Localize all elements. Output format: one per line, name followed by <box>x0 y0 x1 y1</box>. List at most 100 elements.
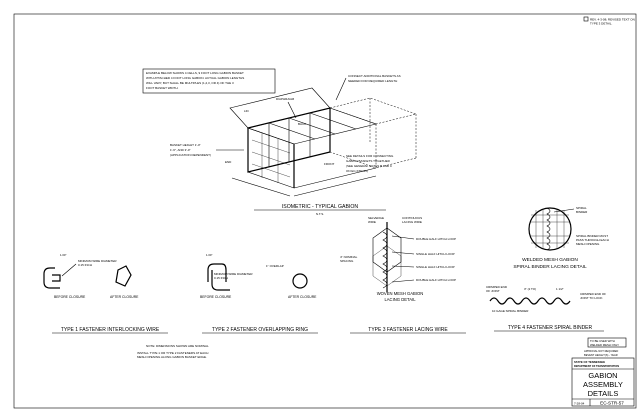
type2-wire-label: 0.15 INCH <box>214 276 228 280</box>
attached-basket-top <box>329 97 417 125</box>
continuous-label: CONTINUOUS <box>402 216 422 220</box>
welded-only-line: WELDED MESH ONLY <box>590 343 619 347</box>
type1-dimension: 1.00" <box>60 253 66 257</box>
label-front: FRONT <box>324 162 334 166</box>
type1-before-clip <box>43 267 61 289</box>
basket-height-line: (APPLICATION DEPENDENT) <box>170 153 211 157</box>
crimped-right-label: CRIMPED END OF <box>580 292 606 296</box>
leader-line <box>391 251 415 255</box>
selvedge-label: SELVEDGE <box>368 216 384 220</box>
connect-note-line: NEEDED FOR REQUIRED LENGTH <box>348 79 397 83</box>
woven-mesh-panel <box>372 222 402 292</box>
type1-after-clip <box>115 265 132 287</box>
selvedge-label: WIRE <box>368 220 376 224</box>
leader-line <box>391 279 415 283</box>
welded-only-box <box>587 337 627 348</box>
gage-label: 10 GAGE SPIRAL BINDER <box>492 309 529 313</box>
revision-note: REV. 4-3-08; REVISED TEXT ON TYPE 3 DETA… <box>583 16 635 26</box>
titleblock-dept: DEPARTMENT OF TRANSPORTATION <box>574 365 619 368</box>
diaphragm <box>309 112 357 130</box>
dimension-label: 3" (2 TO) <box>524 287 536 291</box>
gabion-end-face <box>247 127 295 189</box>
details-note-line: SEE DETAILS FOR CONNECTING <box>346 154 394 158</box>
stamp-line: BEVENT HEIGHT(S) - YEAR <box>584 353 618 357</box>
spacing-label: 4" NOMINAL <box>340 255 358 259</box>
leader-line <box>391 265 415 268</box>
type2-overlap-label: 1" OVERLAP <box>266 264 284 268</box>
titleblock-date: 7-28-04 <box>574 402 585 406</box>
type3-title: TYPE 3 FASTENER LACING WIRE <box>368 327 448 333</box>
leader-line <box>335 77 347 101</box>
gabion-open-lid <box>229 87 331 129</box>
revision-line-1: REV. 4-3-08; REVISED TEXT ON <box>590 18 635 22</box>
details-note-line: (SEE GENERAL NOTES B AND C <box>346 164 393 168</box>
spiral-label: BINDER <box>576 210 588 214</box>
notes: NOTE: DIMENSIONS SHOWN ARE NOMINAL INSTA… <box>137 344 209 359</box>
welded-only-line: TO BE USED WITH <box>590 339 615 343</box>
type2-title: TYPE 2 FASTENER OVERLAPPING RING <box>212 327 308 333</box>
double-hitch-label: DOUBLE HALF HITCH LOOP <box>416 278 456 282</box>
dimension-line <box>293 175 377 197</box>
leader-line <box>391 235 415 240</box>
type2-before-ring <box>207 263 230 291</box>
binder-must-label: SPIRAL BINDER MUST <box>576 234 608 238</box>
type1-title: TYPE 1 FASTENER INTERLOCKING WIRE <box>61 327 160 333</box>
titleblock-title: ASSEMBLY <box>583 380 623 389</box>
welded-detail-title: SPIRAL BINDER LACING DETAIL <box>513 264 587 270</box>
single-hitch-label: SINGLE HALF HITCH LOOP <box>416 265 455 269</box>
example-note-line: WITH ATTACHED 4 FOOT LONG GABION. ACTUAL… <box>146 76 244 80</box>
title-block: BEVENT HEIGHT(S) - YEAR APPROVAL NOT REQ… <box>571 349 635 407</box>
type2-wire-label: MINIMUM WIRE DIAMETER <box>214 272 253 276</box>
type1-wire-label: 0.15 INCH <box>78 263 92 267</box>
type1-after-label: AFTER CLOSURE <box>110 295 139 299</box>
leader-line <box>61 263 77 277</box>
mesh-line <box>251 139 291 154</box>
welded-detail-title: WELDED MESH GABION <box>522 257 578 263</box>
isometric-gabion: EXAMPLE BELOW SHOWS 4 CELLS, 9 FOOT LONG… <box>142 68 417 216</box>
crimped-left-label: OF JOINT <box>486 289 500 293</box>
binder-must-label: PASS THROUGH EACH <box>576 238 609 242</box>
spiral-label: SPIRAL <box>576 206 587 210</box>
basket-height-line: 1'-6", AND 3'-0" <box>170 148 191 152</box>
type1-wire-label: MINIMUM WIRE DIAMETER <box>78 259 117 263</box>
gabion-bottom-edge <box>293 167 377 189</box>
spiral-coil <box>489 297 571 305</box>
example-note-line: EXAMPLE BELOW SHOWS 4 CELLS, 9 FOOT LONG… <box>146 71 244 75</box>
type2-fastener: 1.00" MINIMUM WIRE DIAMETER 0.15 INCH BE… <box>200 253 318 334</box>
note-dimensions: NOTE: DIMENSIONS SHOWN ARE NOMINAL <box>146 344 209 348</box>
mesh-line <box>251 163 291 178</box>
example-note-box <box>142 68 276 94</box>
details-note-line: GABION BASKETS TOGETHER <box>346 159 391 163</box>
type2-dimension: 1.00" <box>206 253 212 257</box>
example-note-line: FOOT BASKET WIDTH. <box>146 86 179 90</box>
revision-line-2: TYPE 3 DETAIL. <box>590 22 612 26</box>
example-note-line: WILL VARY, BUT SHALL BE MULTIPLES (1,2,3… <box>146 81 234 85</box>
label-lid: LID <box>244 109 250 113</box>
leader-line <box>287 101 297 119</box>
note-install-line: MESH OPENING ALONG GABION BASKET EDGE. <box>137 355 207 359</box>
connect-note-line: CONNECT ADDITIONAL BASKETS AS <box>348 74 401 78</box>
label-back: BACK <box>298 122 306 126</box>
type2-after-label: AFTER CLOSURE <box>288 295 317 299</box>
titleblock-title: GABION <box>588 371 617 380</box>
title-block-frame <box>571 357 635 407</box>
label-diaphragm: DIAPHRAGM <box>276 97 295 101</box>
titleblock-title: DETAILS <box>588 389 619 398</box>
type2-after-ring <box>292 273 308 289</box>
type1-fastener: 1.00" MINIMUM WIRE DIAMETER 0.15 INCH BE… <box>43 253 168 334</box>
revision-symbol-icon <box>583 16 589 22</box>
type3-fastener: SELVEDGE WIRE CONTINUOUS LACING WIRE DOU… <box>340 216 466 334</box>
type4-title: TYPE 4 FASTENER SPIRAL BINDER <box>508 325 593 331</box>
lacing-loops <box>382 231 388 289</box>
crimped-left-label: CRIMPED END <box>486 285 508 289</box>
binder-must-label: MESH OPENING <box>576 242 600 246</box>
welded-mesh-circle <box>528 207 572 251</box>
isometric-title: ISOMETRIC - TYPICAL GABION <box>282 204 359 210</box>
sheet-border <box>13 13 637 409</box>
basket-height-line: BASKET HEIGHT 1'-0" <box>170 143 201 147</box>
note-install-line: INSTALL TYPE 1 OR TYPE 2 FASTENERS AT EA… <box>137 351 208 355</box>
stamp-line: APPROVAL NOT REQUIRED <box>584 349 618 353</box>
single-hitch-label: SINGLE HALF HITCH LOOP <box>416 252 455 256</box>
welded-mesh-outline <box>528 207 572 251</box>
